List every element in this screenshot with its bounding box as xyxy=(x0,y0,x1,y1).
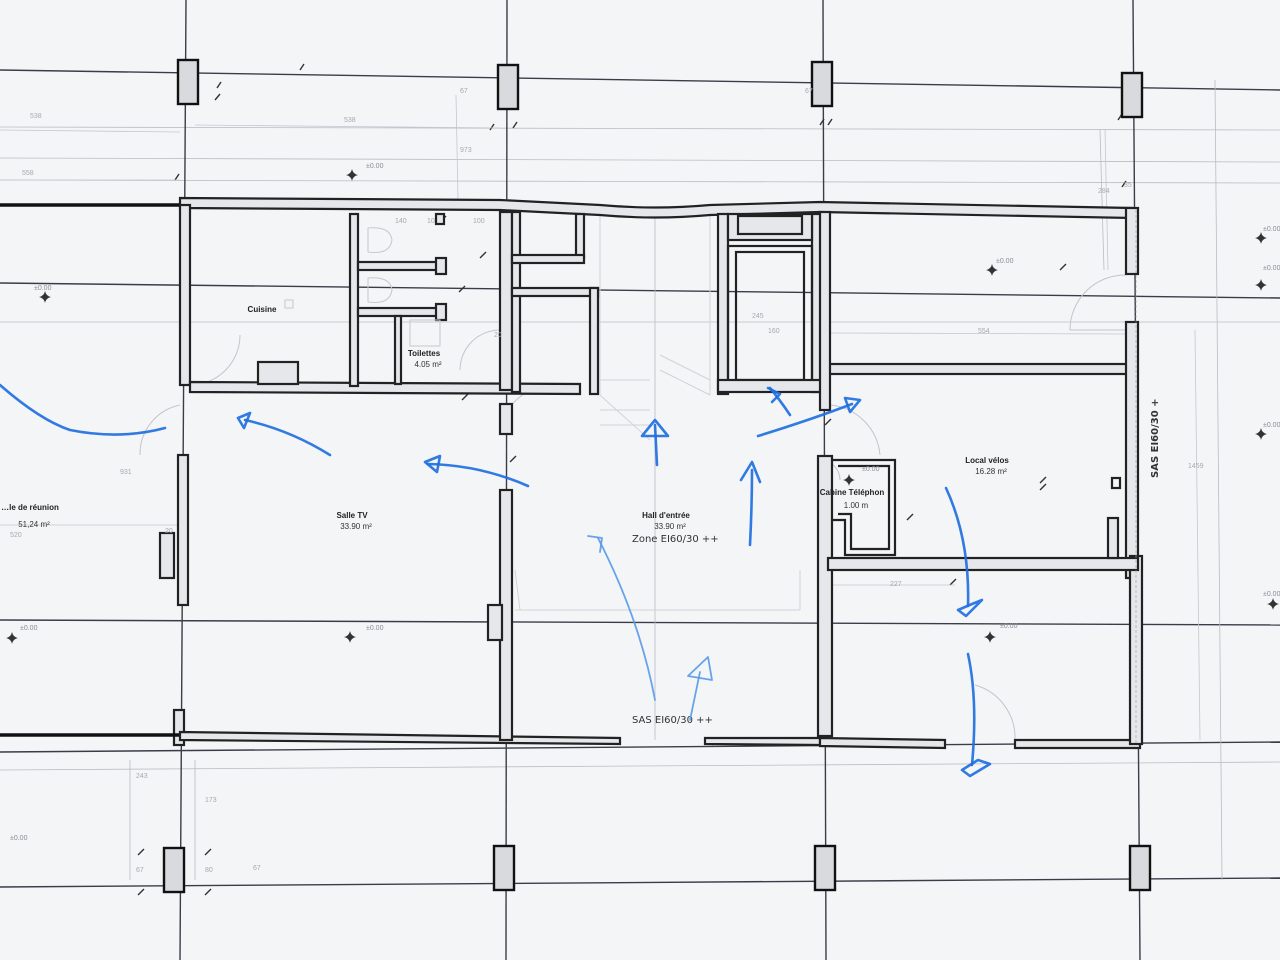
arrow-hall-top xyxy=(653,423,659,467)
level-label: ±0.00 xyxy=(1263,226,1280,233)
column-d2 xyxy=(1128,844,1152,892)
room-area-cabine: 1.00 m xyxy=(844,501,869,510)
arrow-local-velos-top xyxy=(756,402,854,438)
dimension-label: 558 xyxy=(22,170,34,177)
level-label: ±0.00 xyxy=(1263,265,1280,272)
room-area-salle-reunion: 51,24 m² xyxy=(18,520,50,529)
dimension-label: 931 xyxy=(120,469,132,476)
level-marker-icon xyxy=(1255,232,1267,244)
dimension-label: 100 xyxy=(473,218,485,225)
dimension-lines xyxy=(0,94,1201,741)
room-label-cuisine: Cuisine xyxy=(248,305,277,314)
dimension-label: 538 xyxy=(344,117,356,124)
dimension-label: 1459 xyxy=(1188,463,1204,470)
level-label: ±0.00 xyxy=(1000,623,1018,630)
level-markers: ±0.00 ±0.00 ±0.00 ±0.00 ±0.00 ±0.00 ±0.00 ±0.00… xyxy=(6,163,1280,842)
level-label: ±0.00 xyxy=(862,466,880,473)
dimension-label: 67 xyxy=(805,88,813,95)
column-b1 xyxy=(496,63,520,111)
dimension-label: 973 xyxy=(460,147,472,154)
level-marker-icon xyxy=(1255,279,1267,291)
dimension-label: 140 xyxy=(395,218,407,225)
stairs xyxy=(514,215,801,611)
level-marker-icon xyxy=(344,631,356,643)
dimension-label: 520 xyxy=(10,532,22,539)
dimension-label: 160 xyxy=(768,328,780,335)
arrow-hall-bottom xyxy=(689,671,701,721)
room-area-hall: 33.90 m² xyxy=(654,522,686,531)
level-label: ±0.00 xyxy=(1263,422,1280,429)
level-marker-icon xyxy=(39,291,51,303)
room-label-cabine: Cabine Téléphon xyxy=(820,488,885,497)
room-area-local-velos: 16.28 m² xyxy=(975,467,1007,476)
room-label-hall: Hall d'entrée xyxy=(642,511,690,520)
column-a2 xyxy=(162,846,186,894)
dimension-label: 20 xyxy=(494,332,502,339)
dimension-label: 227 xyxy=(890,581,902,588)
room-label-salle-tv: Salle TV xyxy=(336,511,368,520)
level-marker-icon xyxy=(1267,598,1279,610)
level-label: ±0.00 xyxy=(34,285,52,292)
column-a1 xyxy=(176,58,200,106)
arrow-bottom-right xyxy=(966,652,976,767)
arrow-hall-diagonal xyxy=(597,537,656,701)
arrow-local-velos-down xyxy=(944,486,970,608)
dimension-label: 67 xyxy=(253,865,261,872)
hand-drawn-arrows xyxy=(0,383,992,778)
sink-fixture xyxy=(409,319,441,347)
room-area-salle-tv: 33.90 m² xyxy=(340,522,372,531)
level-marker-icon xyxy=(986,264,998,276)
dimension-label: 173 xyxy=(205,797,217,804)
dimension-label: 284 xyxy=(1098,188,1110,195)
dimension-label: 67 xyxy=(136,867,144,874)
arrow-salle-tv-top xyxy=(243,418,332,457)
room-area-toilettes: 4.05 m² xyxy=(414,360,441,369)
dimension-label: 245 xyxy=(752,313,764,320)
level-label: ±0.00 xyxy=(366,625,384,632)
room-label-toilettes: Toilettes xyxy=(408,349,441,358)
dimension-label: 80 xyxy=(205,867,213,874)
column-c1 xyxy=(810,60,834,108)
dimension-labels: 538 538 558 140 10 100 245 160 554 227 520 20 20 67 67… xyxy=(10,88,1204,874)
arrow-reunion xyxy=(0,383,167,436)
toilet-fixture-1 xyxy=(367,227,393,253)
toilet-fixture-2 xyxy=(367,277,393,303)
sas-label-right: SAS EI60/30 + xyxy=(1150,398,1161,478)
level-label: ±0.00 xyxy=(366,163,384,170)
zone-label-hall: Zone EI60/30 ++ xyxy=(632,534,719,545)
level-label: ±0.00 xyxy=(20,625,38,632)
column-d1 xyxy=(1120,71,1144,119)
room-label-salle-reunion: …le de réunion xyxy=(1,503,59,512)
level-marker-icon xyxy=(1255,428,1267,440)
walls xyxy=(0,196,1144,750)
arrow-hall-right xyxy=(748,468,754,547)
level-label: ±0.00 xyxy=(10,835,28,842)
column-c2 xyxy=(813,844,837,892)
dimension-label: 67 xyxy=(460,88,468,95)
dimension-label: 20 xyxy=(165,528,173,535)
level-marker-icon xyxy=(843,474,855,486)
level-label: ±0.00 xyxy=(1263,591,1280,598)
columns xyxy=(162,58,1152,894)
dimension-label: 243 xyxy=(136,773,148,780)
column-b2 xyxy=(492,844,516,892)
dimension-label: 10 xyxy=(427,218,435,225)
dimension-label: 538 xyxy=(30,113,42,120)
level-label: ±0.00 xyxy=(996,258,1014,265)
room-label-local-velos: Local vélos xyxy=(965,456,1009,465)
level-marker-icon xyxy=(346,169,358,181)
fixtures xyxy=(284,210,1137,745)
level-marker-icon xyxy=(984,631,996,643)
sas-label-entrance: SAS EI60/30 ++ xyxy=(632,715,713,726)
dimension-label: 35 xyxy=(1124,182,1132,189)
dimension-label: 554 xyxy=(978,328,990,335)
level-marker-icon xyxy=(6,632,18,644)
